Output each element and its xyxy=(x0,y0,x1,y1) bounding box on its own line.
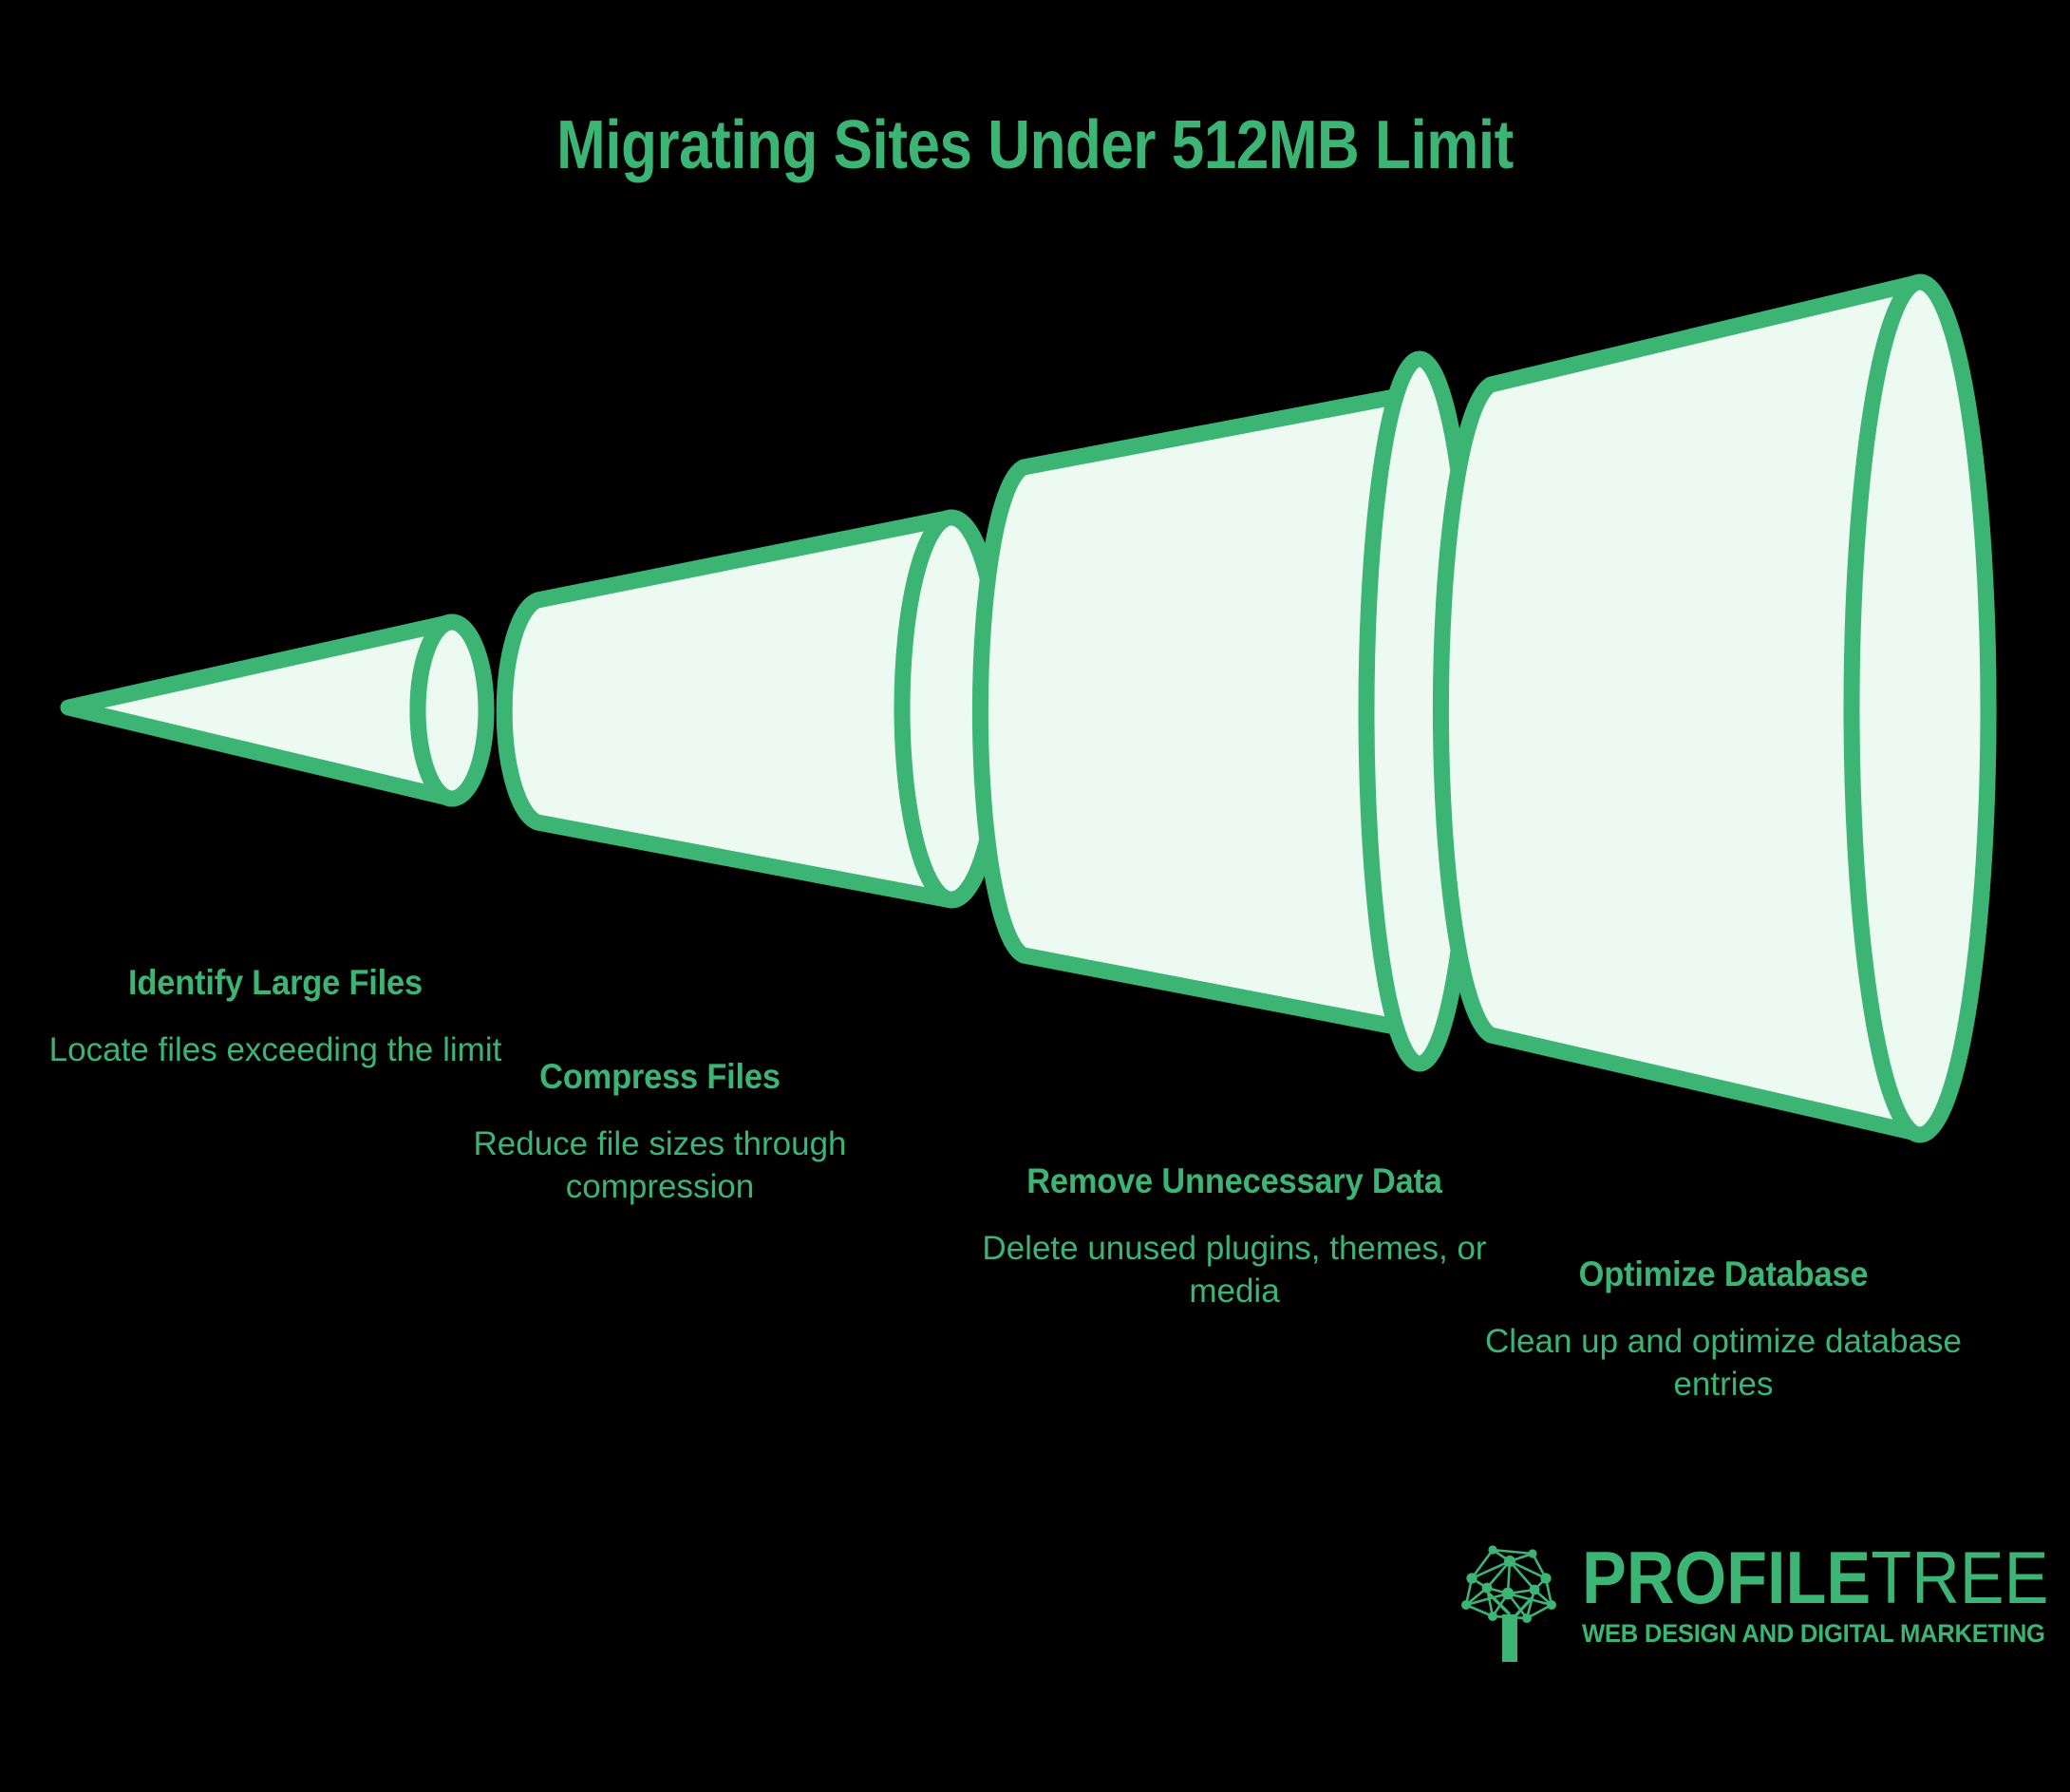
funnel-segment-1 xyxy=(60,613,495,807)
funnel-step-4: Optimize Database Clean up and optimize … xyxy=(1434,1254,2013,1406)
funnel-step-3: Remove Unnecessary Data Delete unused pl… xyxy=(950,1160,1519,1313)
funnel-segment-2 xyxy=(496,509,1009,909)
funnel-segment-4 xyxy=(1432,274,1997,1143)
funnel-step-1-description: Locate files exceeding the limit xyxy=(48,1030,502,1068)
page-title: Migrating Sites Under 512MB Limit xyxy=(556,107,1514,183)
funnel-step-2: Compress Files Reduce file sizes through… xyxy=(408,1056,912,1209)
funnel-step-1: Identify Large Files Locate files exceed… xyxy=(19,962,532,1071)
logo-word-profile: PROFILE xyxy=(1582,1536,1872,1619)
funnel-step-3-description: Delete unused plugins, themes, or media xyxy=(982,1229,1487,1311)
profiletree-logo: PROFILETREE WEB DESIGN AND DIGITAL MARKE… xyxy=(1451,1535,2048,1687)
logo-wordmark: PROFILETREE xyxy=(1582,1540,2048,1614)
funnel-segment-3 xyxy=(971,350,1481,1072)
funnel-step-1-title: Identify Large Files xyxy=(128,963,423,1002)
tree-network-icon xyxy=(1461,1545,1556,1662)
funnel-step-4-description: Clean up and optimize database entries xyxy=(1484,1322,1962,1404)
funnel-step-3-title: Remove Unnecessary Data xyxy=(1026,1161,1442,1200)
logo-tagline: WEB DESIGN AND DIGITAL MARKETING xyxy=(1582,1618,2045,1648)
logo-word-tree: TREE xyxy=(1871,1536,2049,1619)
funnel-step-2-title: Compress Files xyxy=(539,1057,781,1096)
funnel-step-2-description: Reduce file sizes through compression xyxy=(473,1124,847,1206)
funnel-step-4-title: Optimize Database xyxy=(1578,1254,1869,1293)
